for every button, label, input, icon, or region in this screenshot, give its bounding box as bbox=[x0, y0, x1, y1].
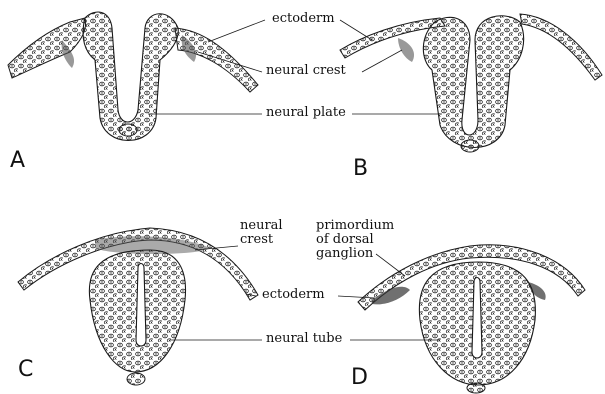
panel-b-ectoderm-right bbox=[520, 14, 602, 80]
panel-a-ectoderm-left bbox=[8, 18, 86, 78]
panel-c-drawing bbox=[18, 228, 262, 385]
panel-label-c: C bbox=[18, 357, 33, 382]
label-ectoderm-bottom: ectoderm bbox=[262, 288, 325, 302]
panel-label-b: B bbox=[353, 156, 368, 181]
panel-b-leader-ectoderm bbox=[340, 20, 372, 40]
panel-d-drawing bbox=[338, 245, 585, 393]
panel-d-notochord bbox=[467, 383, 485, 393]
panel-a-notochord bbox=[119, 124, 137, 136]
panel-a-drawing bbox=[8, 12, 265, 140]
label-primordium-dorsal-ganglion: primordium of dorsal ganglion bbox=[316, 219, 394, 261]
label-neural-plate: neural plate bbox=[266, 106, 346, 120]
panel-c-neural-tube bbox=[89, 250, 185, 372]
panel-b-notochord bbox=[461, 140, 479, 152]
panel-b-neural-crest-left bbox=[398, 38, 414, 62]
panel-c-notochord bbox=[127, 373, 145, 385]
panel-a-ectoderm-right bbox=[175, 28, 258, 92]
panel-a-neural-plate bbox=[83, 12, 178, 140]
panel-d-neural-tube bbox=[419, 262, 535, 385]
label-neural-crest-c: neural crest bbox=[240, 219, 283, 247]
panel-b-drawing bbox=[340, 14, 602, 152]
panel-b-leader-neural-crest bbox=[362, 50, 402, 72]
panel-label-a: A bbox=[10, 148, 25, 173]
panel-label-d: D bbox=[351, 365, 368, 390]
label-neural-crest-top: neural crest bbox=[266, 64, 346, 78]
label-neural-tube: neural tube bbox=[266, 332, 342, 346]
panel-b-neural-fold bbox=[423, 16, 523, 148]
label-ectoderm-top: ectoderm bbox=[272, 12, 335, 26]
panel-a-leader-ectoderm bbox=[208, 20, 265, 42]
